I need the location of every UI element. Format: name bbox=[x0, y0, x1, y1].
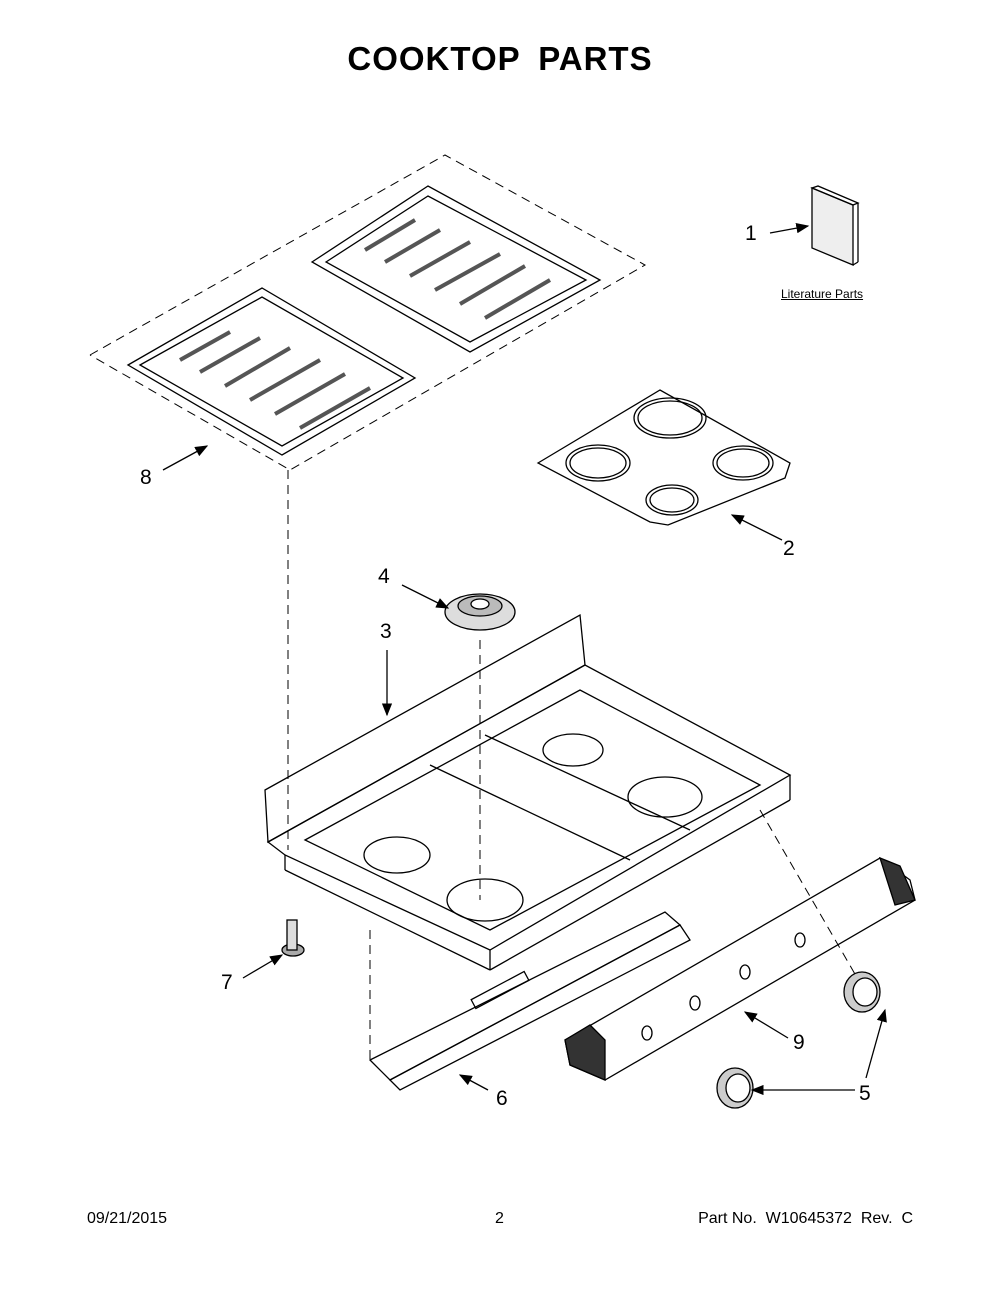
callout-5: 5 bbox=[859, 1082, 871, 1105]
callout-2: 2 bbox=[783, 537, 795, 560]
page-title: COOKTOP PARTS bbox=[347, 40, 653, 77]
callout-6: 6 bbox=[496, 1087, 508, 1110]
cooktop-main-top bbox=[264, 613, 792, 971]
control-knob bbox=[716, 971, 881, 1109]
cooktop-glass bbox=[536, 389, 791, 526]
callout-4: 4 bbox=[378, 565, 390, 588]
callout-7: 7 bbox=[221, 971, 233, 994]
callout-9: 9 bbox=[793, 1031, 805, 1054]
control-panel bbox=[564, 856, 916, 1081]
callout-arrows bbox=[162, 223, 887, 1096]
grate-right bbox=[310, 185, 602, 353]
footer-part-number: Part No. W10645372 Rev. C bbox=[698, 1210, 913, 1227]
footer-date: 09/21/2015 bbox=[87, 1210, 168, 1227]
grate-outline-dashed bbox=[89, 154, 871, 1060]
callout-3: 3 bbox=[380, 620, 392, 643]
manifold-panel bbox=[368, 911, 691, 1091]
literature-booklet bbox=[810, 185, 860, 266]
callout-8: 8 bbox=[140, 466, 152, 489]
surface-burner bbox=[444, 593, 516, 631]
grate-left bbox=[126, 287, 417, 456]
callout-1: 1 bbox=[745, 222, 757, 245]
literature-parts-link[interactable]: Literature Parts bbox=[781, 287, 864, 301]
igniter bbox=[281, 919, 305, 957]
footer-page-number: 2 bbox=[495, 1210, 504, 1227]
